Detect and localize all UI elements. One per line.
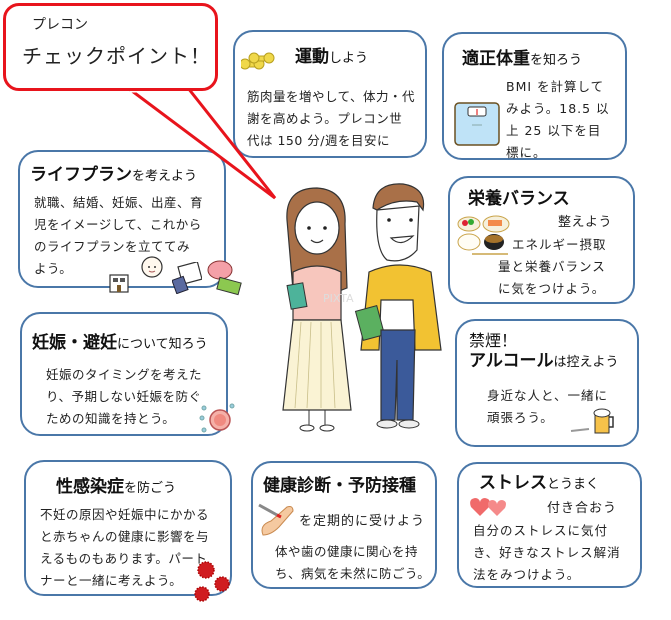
- bubble-line1: プレコン: [32, 17, 88, 33]
- hearts-icon: [470, 498, 506, 516]
- card-body: 就職、結婚、妊娠、出産、育 児をイメージして、これから のライフプランを立ててみ…: [34, 195, 204, 276]
- speech-bubble: プレコン チェックポイント！: [3, 3, 218, 91]
- card-title: 適正体重を知ろう: [462, 49, 583, 69]
- egg-cell-icon: [199, 403, 235, 433]
- syringe-icon: [258, 503, 294, 536]
- card-checkup: 健康診断・予防接種 を定期的に受けよう 体や歯の健康に関心を持 ち、病気を未然に…: [251, 461, 437, 589]
- card-nutrition: 栄養バランス 整えよう エネルギー摂取 量と栄養バランス に気をつけよう。: [448, 176, 635, 304]
- card-title: 栄養バランス: [468, 189, 570, 209]
- bubble-line2: チェックポイント！: [22, 44, 211, 68]
- card-title: 運動しよう: [295, 47, 369, 67]
- card-sti: 性感染症を防ごう 不妊の原因や妊娠中にかかる と赤ちゃんの健康に影響を与 えるも…: [24, 460, 232, 596]
- card-title: 健康診断・予防接種: [263, 476, 416, 496]
- card-body: 妊娠のタイミングを考えた り、予期しない妊娠を防ぐ ための知識を持とう。: [46, 367, 203, 426]
- card-body: 身近な人と、一緒に 頑張ろう。: [487, 388, 609, 425]
- card-exercise: 運動しよう 筋肉量を増やして、体力・代 謝を高めよう。プレコン世 代は 150 …: [233, 30, 427, 158]
- card-title: 妊娠・避妊について知ろう: [32, 333, 208, 353]
- virus-icon: [194, 561, 230, 602]
- card-lifeplan: ライフプランを考えよう 就職、結婚、妊娠、出産、育 児をイメージして、これから …: [18, 150, 226, 288]
- card-subtitle: 付き合おう: [547, 501, 618, 516]
- card-title: ストレスとうまく: [479, 473, 600, 493]
- scale-icon: [454, 102, 500, 146]
- card-smoking: 禁煙！ アルコールは控えよう 身近な人と、一緒に 頑張ろう。: [455, 319, 639, 447]
- card-title: 禁煙！ アルコールは控えよう: [469, 331, 619, 371]
- card-body: 不妊の原因や妊娠中にかかる と赤ちゃんの健康に影響を与 えるものもあります。パー…: [40, 507, 210, 588]
- card-subtitle: 整えよう: [558, 215, 613, 230]
- beer-cigarette-icon: [570, 408, 614, 434]
- calculator-icon: [172, 262, 202, 294]
- card-body: 量と栄養バランス に気をつけよう。: [498, 259, 606, 296]
- dumbbell-icon: [241, 52, 275, 70]
- card-body: 自分のストレスに気付 き、好きなストレス解消 法をみつけよう。: [473, 523, 621, 582]
- card-pregnancy: 妊娠・避妊について知ろう 妊娠のタイミングを考えた り、予期しない妊娠を防ぐ た…: [20, 312, 228, 436]
- card-body: 筋肉量を増やして、体力・代 謝を高めよう。プレコン世 代は 150 分/週を目安…: [247, 89, 416, 148]
- man-figure: [354, 183, 442, 429]
- meal-icon: [457, 215, 510, 255]
- card-stress: ストレスとうまく 付き合おう 自分のストレスに気付 き、好きなストレス解消 法を…: [457, 462, 642, 588]
- card-body: 体や歯の健康に関心を持 ち、病気を未然に防ごう。: [275, 544, 431, 581]
- card-body: BMI を計算して みよう。18.5 以 上 25 以下を目 標に。: [506, 79, 610, 160]
- woman-figure: [282, 187, 352, 432]
- house-icon: [109, 274, 129, 293]
- baby-icon: [141, 256, 163, 278]
- card-title: 性感染症を防ごう: [56, 477, 177, 497]
- couple-illustration: PIXTA: [282, 183, 442, 432]
- card-subtitle: を定期的に受けよう: [299, 514, 426, 529]
- piggy-bank-icon: [207, 260, 242, 296]
- card-weight: 適正体重を知ろう BMI を計算して みよう。18.5 以 上 25 以下を目 …: [442, 32, 627, 160]
- watermark: PIXTA: [323, 292, 354, 305]
- card-body: エネルギー摂取: [512, 237, 607, 252]
- card-title: ライフプランを考えよう: [30, 165, 198, 185]
